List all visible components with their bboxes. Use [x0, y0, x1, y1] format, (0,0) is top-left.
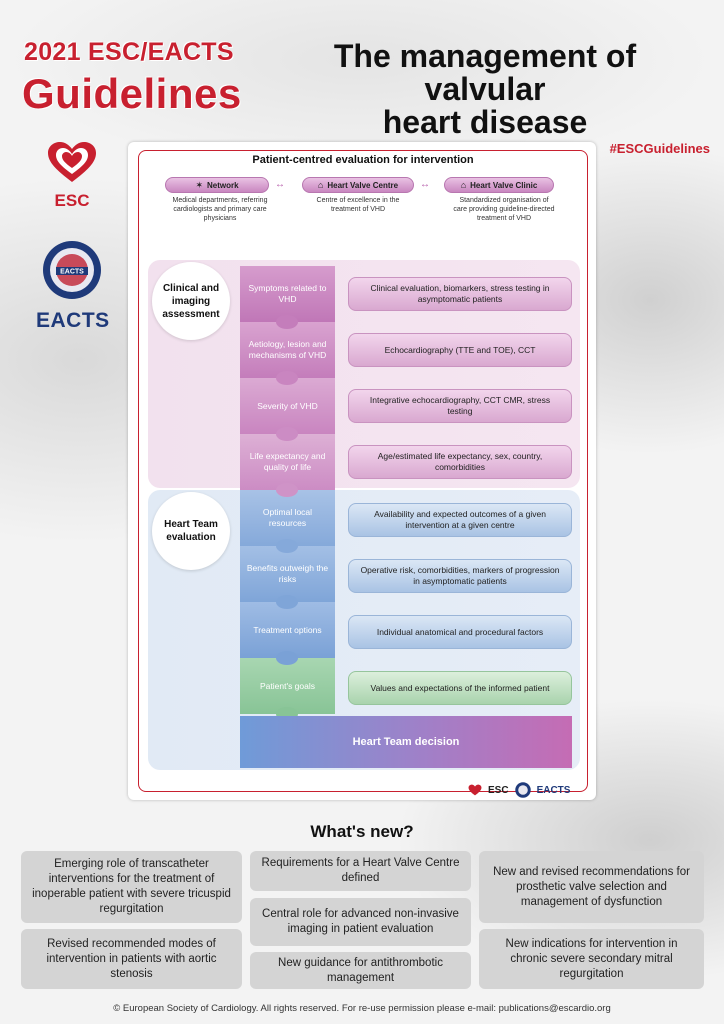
step-life-expectancy-label: Life expectancy and quality of life — [249, 451, 326, 472]
node-centre-label: Heart Valve Centre — [327, 180, 399, 190]
eacts-logo: EACTS EACTS — [36, 240, 110, 333]
evaluation-panel-border — [138, 150, 588, 792]
arrow-centre-clinic-icon: ↔ — [420, 179, 430, 190]
puzzle-knob — [276, 427, 298, 441]
heart-team-decision: Heart Team decision — [240, 716, 572, 768]
brand-year-line: 2021 ESC/EACTS — [24, 38, 234, 66]
detail-local-resources: Availability and expected outcomes of a … — [348, 503, 572, 537]
step-patient-goals: Patient's goals — [240, 658, 335, 714]
whats-new-item: Central role for advanced non-invasive i… — [250, 898, 471, 946]
detail-benefits: Operative risk, comorbidities, markers o… — [348, 559, 572, 593]
step-symptoms-label: Symptoms related to VHD — [248, 283, 327, 304]
node-network-label: Network — [206, 180, 239, 190]
step-benefits-label: Benefits outweigh the risks — [246, 563, 329, 584]
network-icon: ✶ — [195, 179, 203, 190]
step-severity: Severity of VHD — [240, 378, 335, 434]
section-clinical-text: Clinical and imaging assessment — [162, 282, 220, 320]
panel-footer-logos: ESC EACTS — [468, 782, 570, 798]
page-title-line-2: heart disease — [382, 104, 588, 140]
esc-heart-icon — [48, 142, 96, 182]
puzzle-knob — [276, 595, 298, 609]
detail-severity: Integrative echocardiography, CCT CMR, s… — [348, 389, 572, 423]
page-title-line-1: The management of valvular — [333, 38, 637, 107]
puzzle-knob — [276, 315, 298, 329]
whats-new-title: What's new? — [310, 822, 414, 841]
step-symptoms: Symptoms related to VHD — [240, 266, 335, 322]
puzzle-knob — [276, 483, 298, 497]
step-patient-goals-label: Patient's goals — [259, 680, 316, 691]
whats-new-item: New indications for intervention in chro… — [479, 929, 704, 989]
step-local-resources: Optimal local resources — [240, 490, 335, 546]
detail-patient-goals: Values and expectations of the informed … — [348, 671, 572, 705]
step-life-expectancy: Life expectancy and quality of life — [240, 434, 335, 490]
node-heart-valve-clinic: ⌂ Heart Valve Clinic — [444, 177, 554, 193]
puzzle-knob — [276, 539, 298, 553]
step-aetiology: Aetiology, lesion and mechanisms of VHD — [240, 322, 335, 378]
step-benefits: Benefits outweigh the risks — [240, 546, 335, 602]
brand-guidelines: Guidelines — [22, 70, 242, 117]
esc-logo: ESC — [42, 140, 102, 211]
puzzle-knob — [276, 371, 298, 385]
eacts-badge-small-icon — [514, 782, 531, 798]
node-clinic-desc: Standardized organisation of care provid… — [453, 197, 555, 222]
esc-heart-small-icon — [468, 784, 482, 796]
eacts-badge-text: EACTS — [60, 269, 84, 276]
step-local-resources-label: Optimal local resources — [262, 507, 313, 528]
section-clinical-label: Clinical and imaging assessment — [152, 262, 230, 340]
clinic-icon: ⌂ — [460, 180, 467, 190]
detail-symptoms: Clinical evaluation, biomarkers, stress … — [348, 277, 572, 311]
panel-footer-eacts: EACTS — [536, 784, 571, 796]
whats-new-item: Emerging role of transcatheter intervent… — [21, 851, 242, 923]
diagram-title: Patient-centred evaluation for intervent… — [252, 154, 474, 166]
node-centre-desc: Centre of excellence in the treatment of… — [316, 197, 400, 213]
node-clinic-label: Heart Valve Clinic — [470, 180, 538, 190]
section-heart-team-label: Heart Team evaluation — [152, 492, 230, 570]
esc-logo-text: ESC — [54, 191, 90, 210]
step-treatment-options-label: Treatment options — [253, 624, 322, 635]
node-heart-valve-centre: ⌂ Heart Valve Centre — [302, 177, 414, 193]
eacts-logo-text: EACTS — [36, 309, 110, 332]
arrow-network-centre-icon: ↔ — [275, 179, 285, 190]
whats-new-item: New guidance for antithrombotic manageme… — [250, 952, 471, 989]
puzzle-knob — [276, 651, 298, 665]
step-aetiology-label: Aetiology, lesion and mechanisms of VHD — [248, 339, 327, 360]
node-network: ✶ Network — [165, 177, 269, 193]
detail-treatment-options: Individual anatomical and procedural fac… — [348, 615, 572, 649]
whats-new-item: Requirements for a Heart Valve Centre de… — [250, 851, 471, 891]
whats-new-item: Revised recommended modes of interventio… — [21, 929, 242, 989]
building-icon: ⌂ — [317, 180, 324, 190]
hashtag[interactable]: #ESCGuidelines — [609, 141, 710, 156]
step-severity-label: Severity of VHD — [257, 400, 318, 411]
whats-new-item: New and revised recommendations for pros… — [479, 851, 704, 923]
copyright-notice: © European Society of Cardiology. All ri… — [113, 1003, 611, 1014]
panel-footer-esc: ESC — [488, 784, 509, 796]
step-treatment-options: Treatment options — [240, 602, 335, 658]
section-heart-team-text: Heart Team evaluation — [164, 519, 218, 543]
detail-life-expectancy: Age/estimated life expectancy, sex, coun… — [348, 445, 572, 479]
page-title: The management of valvular heart disease — [270, 40, 700, 139]
eacts-badge-icon: EACTS — [43, 241, 101, 299]
detail-aetiology: Echocardiography (TTE and TOE), CCT — [348, 333, 572, 367]
node-network-desc: Medical departments, referring cardiolog… — [172, 197, 268, 222]
